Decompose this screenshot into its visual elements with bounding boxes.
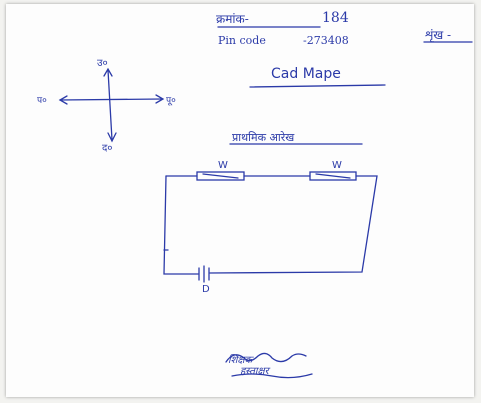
resistor-left xyxy=(196,171,245,181)
compass-south-arrow xyxy=(107,132,117,143)
map-title: Cad Mape xyxy=(271,66,341,82)
compass-east-arrow xyxy=(155,94,165,104)
resistor-right xyxy=(309,171,357,181)
compass-south-label: द० xyxy=(102,143,113,154)
capacitor-label: D xyxy=(202,284,210,295)
pin-code-value: -273408 xyxy=(303,34,349,47)
resistor-left-label: W xyxy=(218,160,228,171)
compass-west-label: प० xyxy=(37,96,47,106)
map-title-underline xyxy=(249,84,386,88)
compass-vertical-line xyxy=(107,69,113,141)
serial-value: 184 xyxy=(322,10,349,26)
paper-sheet xyxy=(6,4,474,397)
pin-code-label: Pin code xyxy=(218,34,266,47)
compass-east-label: पू० xyxy=(166,96,176,106)
resistor-right-label: W xyxy=(332,160,342,171)
corner-label: शृंख - xyxy=(425,28,452,42)
compass-north-arrow xyxy=(103,67,113,77)
compass-west-arrow xyxy=(58,95,68,105)
compass-horizontal-line xyxy=(59,98,163,101)
serial-label: क्रमांक- xyxy=(216,12,249,26)
compass-north-label: उ० xyxy=(97,58,108,69)
signature-scribble xyxy=(225,352,313,379)
signature-line-1: शिक्षक xyxy=(228,355,253,366)
signature-line-2: हस्ताक्षर xyxy=(240,366,269,377)
circuit-top-wire-right xyxy=(209,175,378,274)
circuit-left-wire xyxy=(163,175,199,275)
circuit-title: प्राथमिक आरेख xyxy=(232,131,295,144)
